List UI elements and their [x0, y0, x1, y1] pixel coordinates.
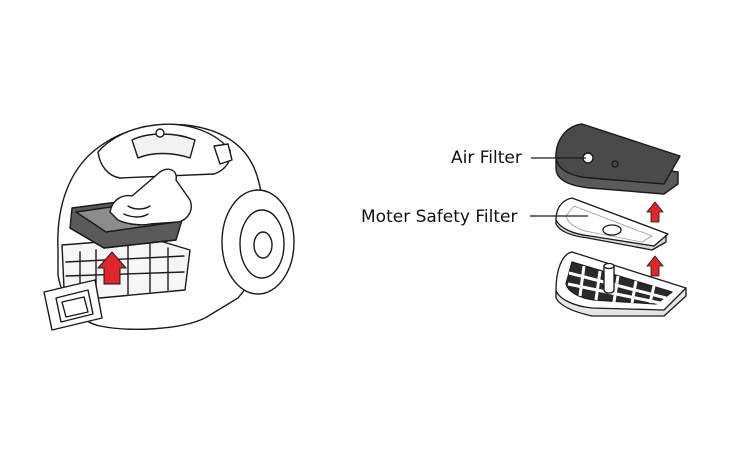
moter-safety-filter-label: Moter Safety Filter — [361, 207, 518, 227]
lift-arrow-left — [96, 251, 128, 285]
lid-button — [155, 128, 165, 138]
vacuum-cleaner-illustration — [43, 123, 295, 331]
air-filter-small-hole — [611, 160, 619, 168]
vacuum-wheel-hub — [253, 231, 273, 259]
vacuum-handle — [131, 133, 196, 159]
handle-release-tab — [213, 143, 233, 165]
moter-filter-ring — [602, 224, 622, 236]
lift-arrow-moter-filter — [646, 255, 664, 277]
lifted-filter-frame — [69, 227, 177, 249]
housing-post-top — [603, 262, 615, 270]
housing-post — [603, 265, 615, 294]
lift-arrow-air-filter — [646, 201, 664, 223]
air-filter-top — [555, 123, 681, 185]
hand-fingers — [123, 205, 151, 218]
hand — [109, 168, 192, 226]
hose-inlet-inner — [61, 296, 89, 318]
housing-grid-lines — [567, 265, 667, 305]
air-filter — [555, 123, 681, 195]
moter-safety-filter — [555, 197, 669, 251]
moter-filter-mesh — [565, 205, 653, 243]
filter-housing — [555, 251, 687, 317]
compartment-grid — [65, 243, 185, 295]
air-filter-label: Air Filter — [451, 148, 522, 168]
